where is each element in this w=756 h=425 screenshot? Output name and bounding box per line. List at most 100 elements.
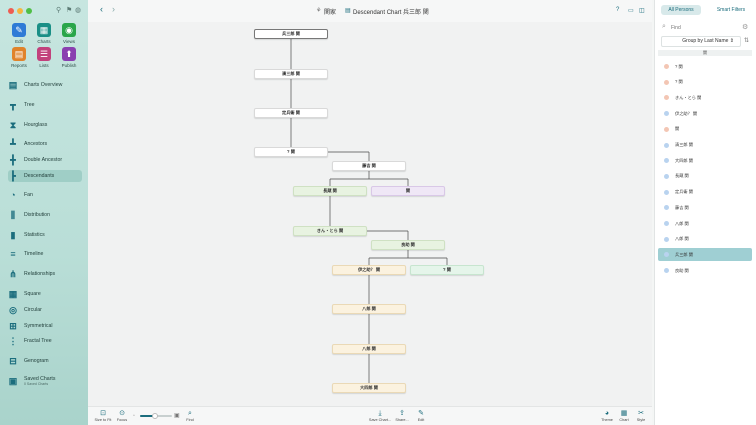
zoom-in-icon[interactable]: ▣ (174, 413, 180, 419)
person-name: きん・とら 関 (675, 94, 702, 100)
person-node[interactable]: きん・とら 関 (293, 226, 367, 236)
theme-button[interactable]: ◕Theme (597, 409, 617, 422)
person-name: 清三郎 関 (675, 142, 693, 147)
statistics-icon: ▮ (10, 230, 16, 240)
person-list-item[interactable]: 定兵衛 関 (658, 186, 752, 199)
person-node[interactable]: 藤吉 関 (332, 161, 406, 171)
sidebar-item-timeline[interactable]: ≡Timeline (8, 248, 82, 260)
sidebar-item-circular[interactable]: ◎Circular (8, 304, 82, 316)
link-icon[interactable]: ⚲ (56, 7, 62, 14)
focus-label: Focus (116, 418, 128, 422)
sidebar-item-charts-overview[interactable]: ▤Charts Overview (8, 79, 82, 91)
zoom-out-icon[interactable]: ▫ (133, 413, 135, 419)
size-to-fit-icon: ⊡ (100, 410, 106, 417)
edit-button[interactable]: ✎Edit (411, 409, 431, 422)
chart-canvas[interactable]: 兵三郎 関清三郎 関定兵衛 関? 関藤吉 関長蔵 関関きん・とら 関良助 関伊之… (88, 22, 652, 406)
person-list-item[interactable]: きん・とら 関 (658, 91, 752, 104)
search-input[interactable] (671, 22, 737, 33)
group-by-select[interactable]: Group by Last Name ⇕ (661, 36, 741, 47)
person-list-item[interactable]: 清三郎 関 (658, 139, 752, 152)
find-button[interactable]: ⌕Find (180, 409, 200, 422)
male-avatar-icon (664, 221, 669, 226)
person-list-item[interactable]: 大四郎 関 (658, 154, 752, 167)
save-chart-button[interactable]: ⤓Save Chart... (368, 409, 392, 422)
person-node[interactable]: 兵三郎 関 (254, 29, 328, 39)
zoom-slider[interactable] (140, 413, 172, 419)
chart-settings-button[interactable]: ▦Chart (614, 409, 634, 422)
person-list-item[interactable]: ? 関 (658, 76, 752, 89)
sidebar-item-label: Square (24, 291, 41, 297)
person-list-item[interactable]: 長蔵 関 (658, 170, 752, 183)
hourglass-icon: ⧗ (9, 120, 17, 130)
lists-button[interactable]: ☰Lists (33, 47, 55, 68)
publish-button[interactable]: ⬆Publish (58, 47, 80, 68)
person-list-item[interactable]: 良助 関 (658, 264, 752, 277)
person-node[interactable]: 清三郎 関 (254, 69, 328, 79)
style-button[interactable]: ✂Style (631, 409, 651, 422)
person-list-item[interactable]: 八郎 関 (658, 217, 752, 230)
sidebar-item-statistics[interactable]: ▮Statistics (8, 229, 82, 241)
edit-button[interactable]: ✎Edit (8, 23, 30, 44)
window-layout-icon[interactable]: ▭ (628, 8, 634, 14)
tab-all-persons[interactable]: All Persons (661, 5, 701, 15)
person-list-item[interactable]: 藤吉 関 (658, 201, 752, 214)
sidebar-item-hourglass[interactable]: ⧗Hourglass (8, 119, 82, 131)
zoom-slider-knob[interactable] (152, 413, 158, 419)
person-node[interactable]: 関 (371, 186, 445, 196)
sidebar-item-tree[interactable]: ┳Tree (8, 99, 82, 111)
charts-label: Charts (37, 39, 51, 44)
person-list-item[interactable]: 兵三郎 関 (658, 248, 752, 262)
sidebar-item-fan[interactable]: ◔Fan (8, 189, 82, 201)
male-avatar-icon (664, 189, 669, 195)
zoom-window-button[interactable] (26, 8, 32, 14)
sidebar-item-double-ancestor[interactable]: ╋Double Ancestor (8, 154, 82, 166)
views-button[interactable]: ◉Views (58, 23, 80, 44)
sidebar-item-ancestors[interactable]: ┻Ancestors (8, 138, 82, 150)
chevron-updown-icon: ⇕ (729, 38, 734, 44)
sidebar-item-fractal-tree[interactable]: ⋮Fractal Tree (8, 335, 82, 347)
person-list-item[interactable]: 関 (658, 123, 752, 136)
person-list-item[interactable]: 八郎 関 (658, 233, 752, 246)
sidebar-item-descendants[interactable]: ┣Descendants (8, 170, 82, 182)
person-node[interactable]: 八郎 関 (332, 344, 406, 354)
person-node[interactable]: 八郎 関 (332, 304, 406, 314)
sidebar-toggle-icon[interactable]: ◫ (639, 8, 645, 14)
back-button[interactable]: ‹ (100, 4, 103, 14)
globe-icon[interactable]: ◍ (75, 7, 82, 14)
person-node[interactable]: 大四郎 関 (332, 383, 406, 393)
sort-icon[interactable]: ⇅ (744, 38, 750, 44)
charts-button[interactable]: ▦Charts (33, 23, 55, 44)
person-node[interactable]: ? 関 (254, 147, 328, 157)
sidebar-item-genogram[interactable]: ⊟Genogram (8, 355, 82, 367)
male-avatar-icon (664, 111, 669, 117)
sidebar-item-text: Circular (24, 307, 42, 313)
person-node[interactable]: 定兵衛 関 (254, 108, 328, 118)
sidebar-item-square[interactable]: ▦Square (8, 288, 82, 300)
focus-button[interactable]: ⊙Focus (112, 409, 132, 422)
sidebar-item-relationships[interactable]: ⋔Relationships (8, 268, 82, 280)
minimize-window-button[interactable] (17, 8, 23, 14)
person-node[interactable]: 良助 関 (371, 240, 445, 250)
share-button[interactable]: ⇪Share... (392, 409, 412, 422)
person-list-item[interactable]: ? 関 (658, 60, 752, 73)
reports-button[interactable]: ▤Reports (8, 47, 30, 68)
forward-button[interactable]: › (112, 4, 115, 14)
style-label: Style (636, 418, 646, 422)
sidebar-item-text: Fractal Tree (24, 338, 52, 344)
size-to-fit-button[interactable]: ⊡Size to Fit (93, 409, 113, 422)
person-node[interactable]: 伊之助？ 関 (332, 265, 406, 275)
person-list-item[interactable]: 伊之助？ 関 (658, 107, 752, 120)
close-window-button[interactable] (8, 8, 14, 14)
sidebar-item-symmetrical[interactable]: ⊞Symmetrical (8, 320, 82, 332)
gear-icon[interactable]: ⚙ (742, 24, 749, 31)
sidebar-item-text: Square (24, 291, 41, 297)
saved-charts-icon: ▣ (8, 376, 18, 386)
tab-smart-filters[interactable]: Smart Filters (716, 7, 746, 13)
download-icon: ⤓ (378, 410, 382, 417)
help-button[interactable]: ? (616, 7, 620, 13)
sidebar-item-distribution[interactable]: ⫼Distribution (8, 209, 82, 221)
person-node[interactable]: 長蔵 関 (293, 186, 367, 196)
person-node[interactable]: ? 関 (410, 265, 484, 275)
bookmark-icon[interactable]: ⚑ (66, 7, 73, 14)
